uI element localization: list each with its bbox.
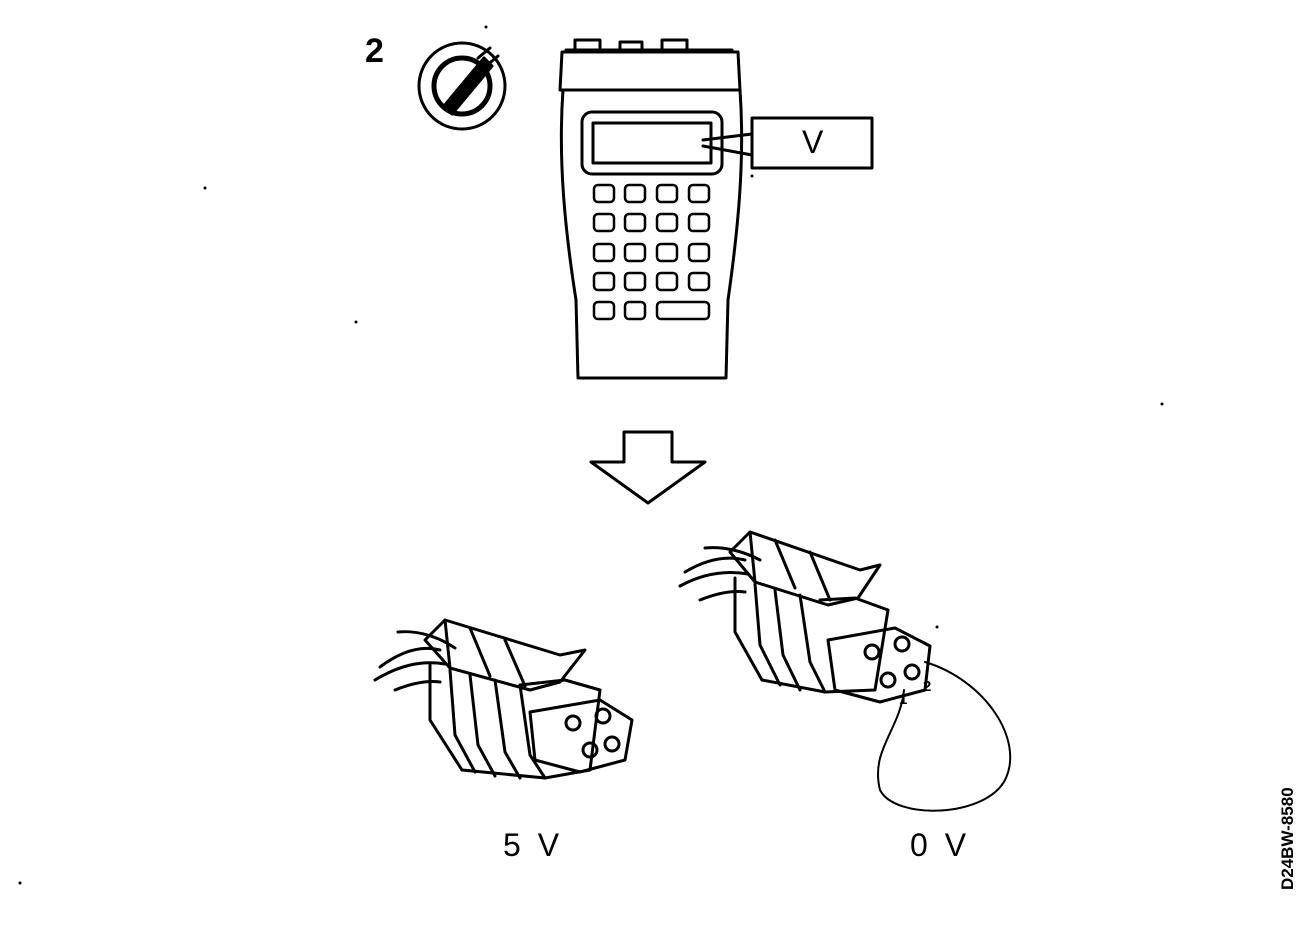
connector-unplugged-icon xyxy=(373,618,634,780)
connector-bridged-icon xyxy=(678,530,932,704)
pin-1-label: 1 xyxy=(899,691,908,708)
step-number: 2 xyxy=(365,32,384,70)
voltage-label-bridged: 0 V xyxy=(910,827,971,863)
down-arrow-icon xyxy=(589,430,707,505)
pin-2-label: 2 xyxy=(923,678,932,695)
ignition-key-icon xyxy=(417,41,507,131)
tester-icon xyxy=(558,38,874,380)
jumper-wire-icon xyxy=(877,661,1012,812)
tester-display-unit: V xyxy=(802,124,824,160)
voltage-label-unplugged: 5 V xyxy=(503,827,564,863)
figure-reference: D24BW-8580 xyxy=(1278,787,1297,890)
